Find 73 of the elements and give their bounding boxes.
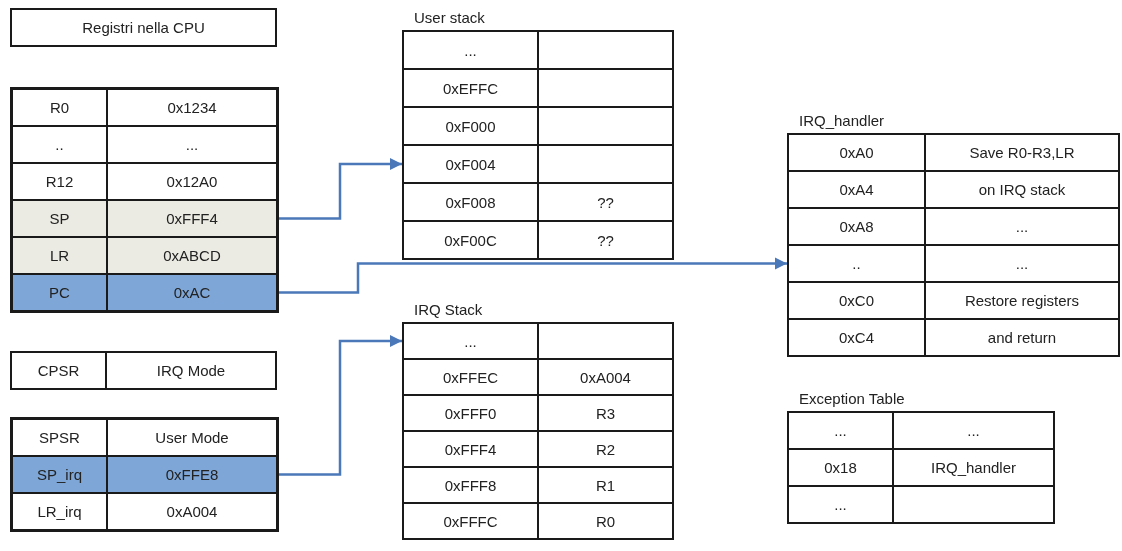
table-row [402, 502, 674, 540]
handler-name: ... [966, 421, 981, 441]
stored-value: R1 [594, 475, 617, 496]
instruction-comment: on IRQ stack [977, 180, 1067, 200]
table-row [787, 318, 1120, 357]
arrow [278, 157, 402, 220]
register-value: ... [184, 135, 200, 155]
table-row [402, 182, 674, 222]
instruction-comment: ... [1014, 254, 1030, 274]
register-value: 0xABCD [162, 246, 222, 266]
table-row [11, 418, 278, 457]
table-row [402, 358, 674, 396]
table-row [787, 207, 1120, 246]
table-row [787, 281, 1120, 320]
register-value: 0x1234 [166, 98, 218, 118]
table-row [402, 466, 674, 504]
stored-value: ?? [596, 230, 615, 251]
table-row [11, 199, 278, 238]
heading-box: Registri nella CPU [10, 8, 277, 47]
table-title: Exception Table [798, 389, 906, 409]
table-row [402, 68, 674, 108]
stored-value: R0 [594, 511, 617, 532]
table-row [10, 351, 277, 390]
memory-table [10, 87, 279, 313]
table-row [402, 106, 674, 146]
instruction-comment: Save R0-R3,LR [968, 143, 1076, 163]
instruction-comment: ... [1014, 217, 1030, 237]
memory-address: 0xF00C [404, 222, 539, 258]
arrow [278, 334, 402, 476]
arrow [278, 257, 787, 294]
table-row [787, 170, 1120, 209]
table-row [402, 30, 674, 70]
table-row [11, 273, 278, 312]
register-value: 0x12A0 [165, 172, 219, 192]
table-row [787, 133, 1120, 172]
table-row [11, 236, 278, 275]
vector-address: ... [789, 487, 894, 522]
table-row [11, 492, 278, 531]
memory-address: 0xFFFC [404, 504, 539, 538]
register-value: User Mode [154, 428, 230, 448]
table-row [11, 162, 278, 201]
table-row [402, 144, 674, 184]
register-value: IRQ Mode [155, 361, 227, 381]
table-row [787, 411, 1055, 450]
table-row [787, 244, 1120, 283]
table-title: IRQ_handler [798, 111, 886, 131]
instruction-comment: Restore registers [963, 291, 1081, 311]
register-value: 0xAC [172, 283, 212, 303]
table-row [11, 125, 278, 164]
table-row [402, 322, 674, 360]
table-row [402, 394, 674, 432]
table-row [787, 448, 1055, 487]
register-value: 0xFFE8 [164, 465, 220, 485]
table-title: User stack [413, 8, 486, 28]
stored-value: 0xA004 [579, 367, 632, 388]
stored-value: ?? [596, 192, 615, 213]
register-value: 0xFFF4 [165, 209, 219, 229]
table-row [11, 455, 278, 494]
table-title: IRQ Stack [413, 300, 484, 320]
table-row [402, 220, 674, 260]
register-name: LR_irq [13, 494, 108, 529]
instruction-comment: and return [986, 328, 1058, 348]
handler-name: IRQ_handler [929, 458, 1018, 478]
stored-value: R2 [594, 439, 617, 460]
table-row [11, 88, 278, 127]
register-value: 0xA004 [165, 502, 219, 522]
register-name: PC [13, 275, 108, 310]
register-name: CPSR [12, 353, 107, 388]
table-row [787, 485, 1055, 524]
instruction-address: 0xC4 [789, 320, 926, 355]
memory-table [10, 417, 279, 532]
stored-value: R3 [594, 403, 617, 424]
table-row [402, 430, 674, 468]
